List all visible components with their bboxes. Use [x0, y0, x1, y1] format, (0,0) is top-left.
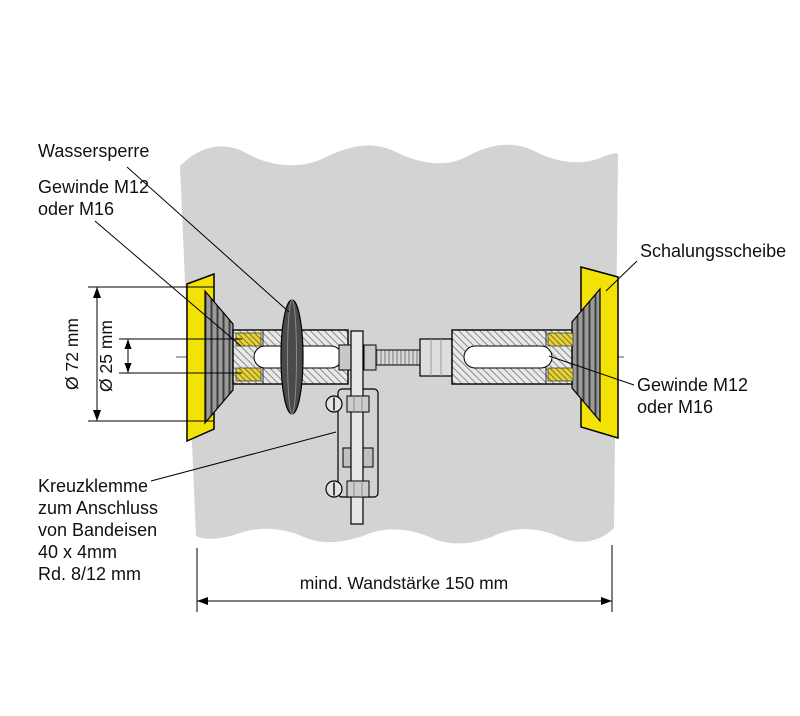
water-barrier-disc	[280, 299, 304, 415]
right-anchor-cone	[571, 287, 601, 423]
leader-gewinde-right	[548, 355, 635, 386]
leader-schalungsscheibe	[605, 260, 638, 292]
concrete-wall	[180, 144, 618, 544]
leader-gewinde-left	[94, 220, 242, 347]
label-dim-72mm: Ø 72 mm	[62, 318, 82, 390]
label-kreuzklemme-3: von Bandeisen	[38, 520, 157, 540]
right-anchor-sleeve	[451, 329, 574, 385]
label-gewinde-right-1: Gewinde M12	[637, 375, 748, 395]
left-anchor-cone	[204, 289, 234, 425]
label-dim-25mm: Ø 25 mm	[96, 320, 116, 392]
label-gewinde-left-1: Gewinde M12	[38, 177, 149, 197]
label-kreuzklemme-1: Kreuzklemme	[38, 476, 148, 496]
leader-kreuzklemme	[150, 431, 337, 482]
clamp-screw-top	[325, 395, 343, 413]
clamp-screw-bottom	[325, 480, 343, 498]
label-gewinde-left-2: oder M16	[38, 199, 114, 219]
dimension-wall-thickness	[196, 545, 613, 612]
flat-band-bar	[350, 330, 364, 525]
dimension-inner-diameter	[119, 338, 242, 374]
leader-wassersperre	[126, 166, 290, 313]
label-dim-wall-thickness: mind. Wandstärke 150 mm	[300, 573, 508, 593]
label-kreuzklemme-5: Rd. 8/12 mm	[38, 564, 141, 584]
label-wassersperre: Wassersperre	[38, 141, 149, 161]
label-kreuzklemme-4: 40 x 4mm	[38, 542, 117, 562]
clamp-nut-bottom	[346, 480, 370, 498]
label-schalungsscheibe: Schalungsscheibe	[640, 241, 786, 261]
label-kreuzklemme-2: zum Anschluss	[38, 498, 158, 518]
dimension-outer-diameter	[88, 286, 214, 422]
right-sleeve-slot	[463, 345, 553, 369]
label-gewinde-right-2: oder M16	[637, 397, 713, 417]
hex-nut	[419, 338, 453, 377]
clamp-nut-top	[346, 395, 370, 413]
cross-clamp	[325, 330, 379, 525]
